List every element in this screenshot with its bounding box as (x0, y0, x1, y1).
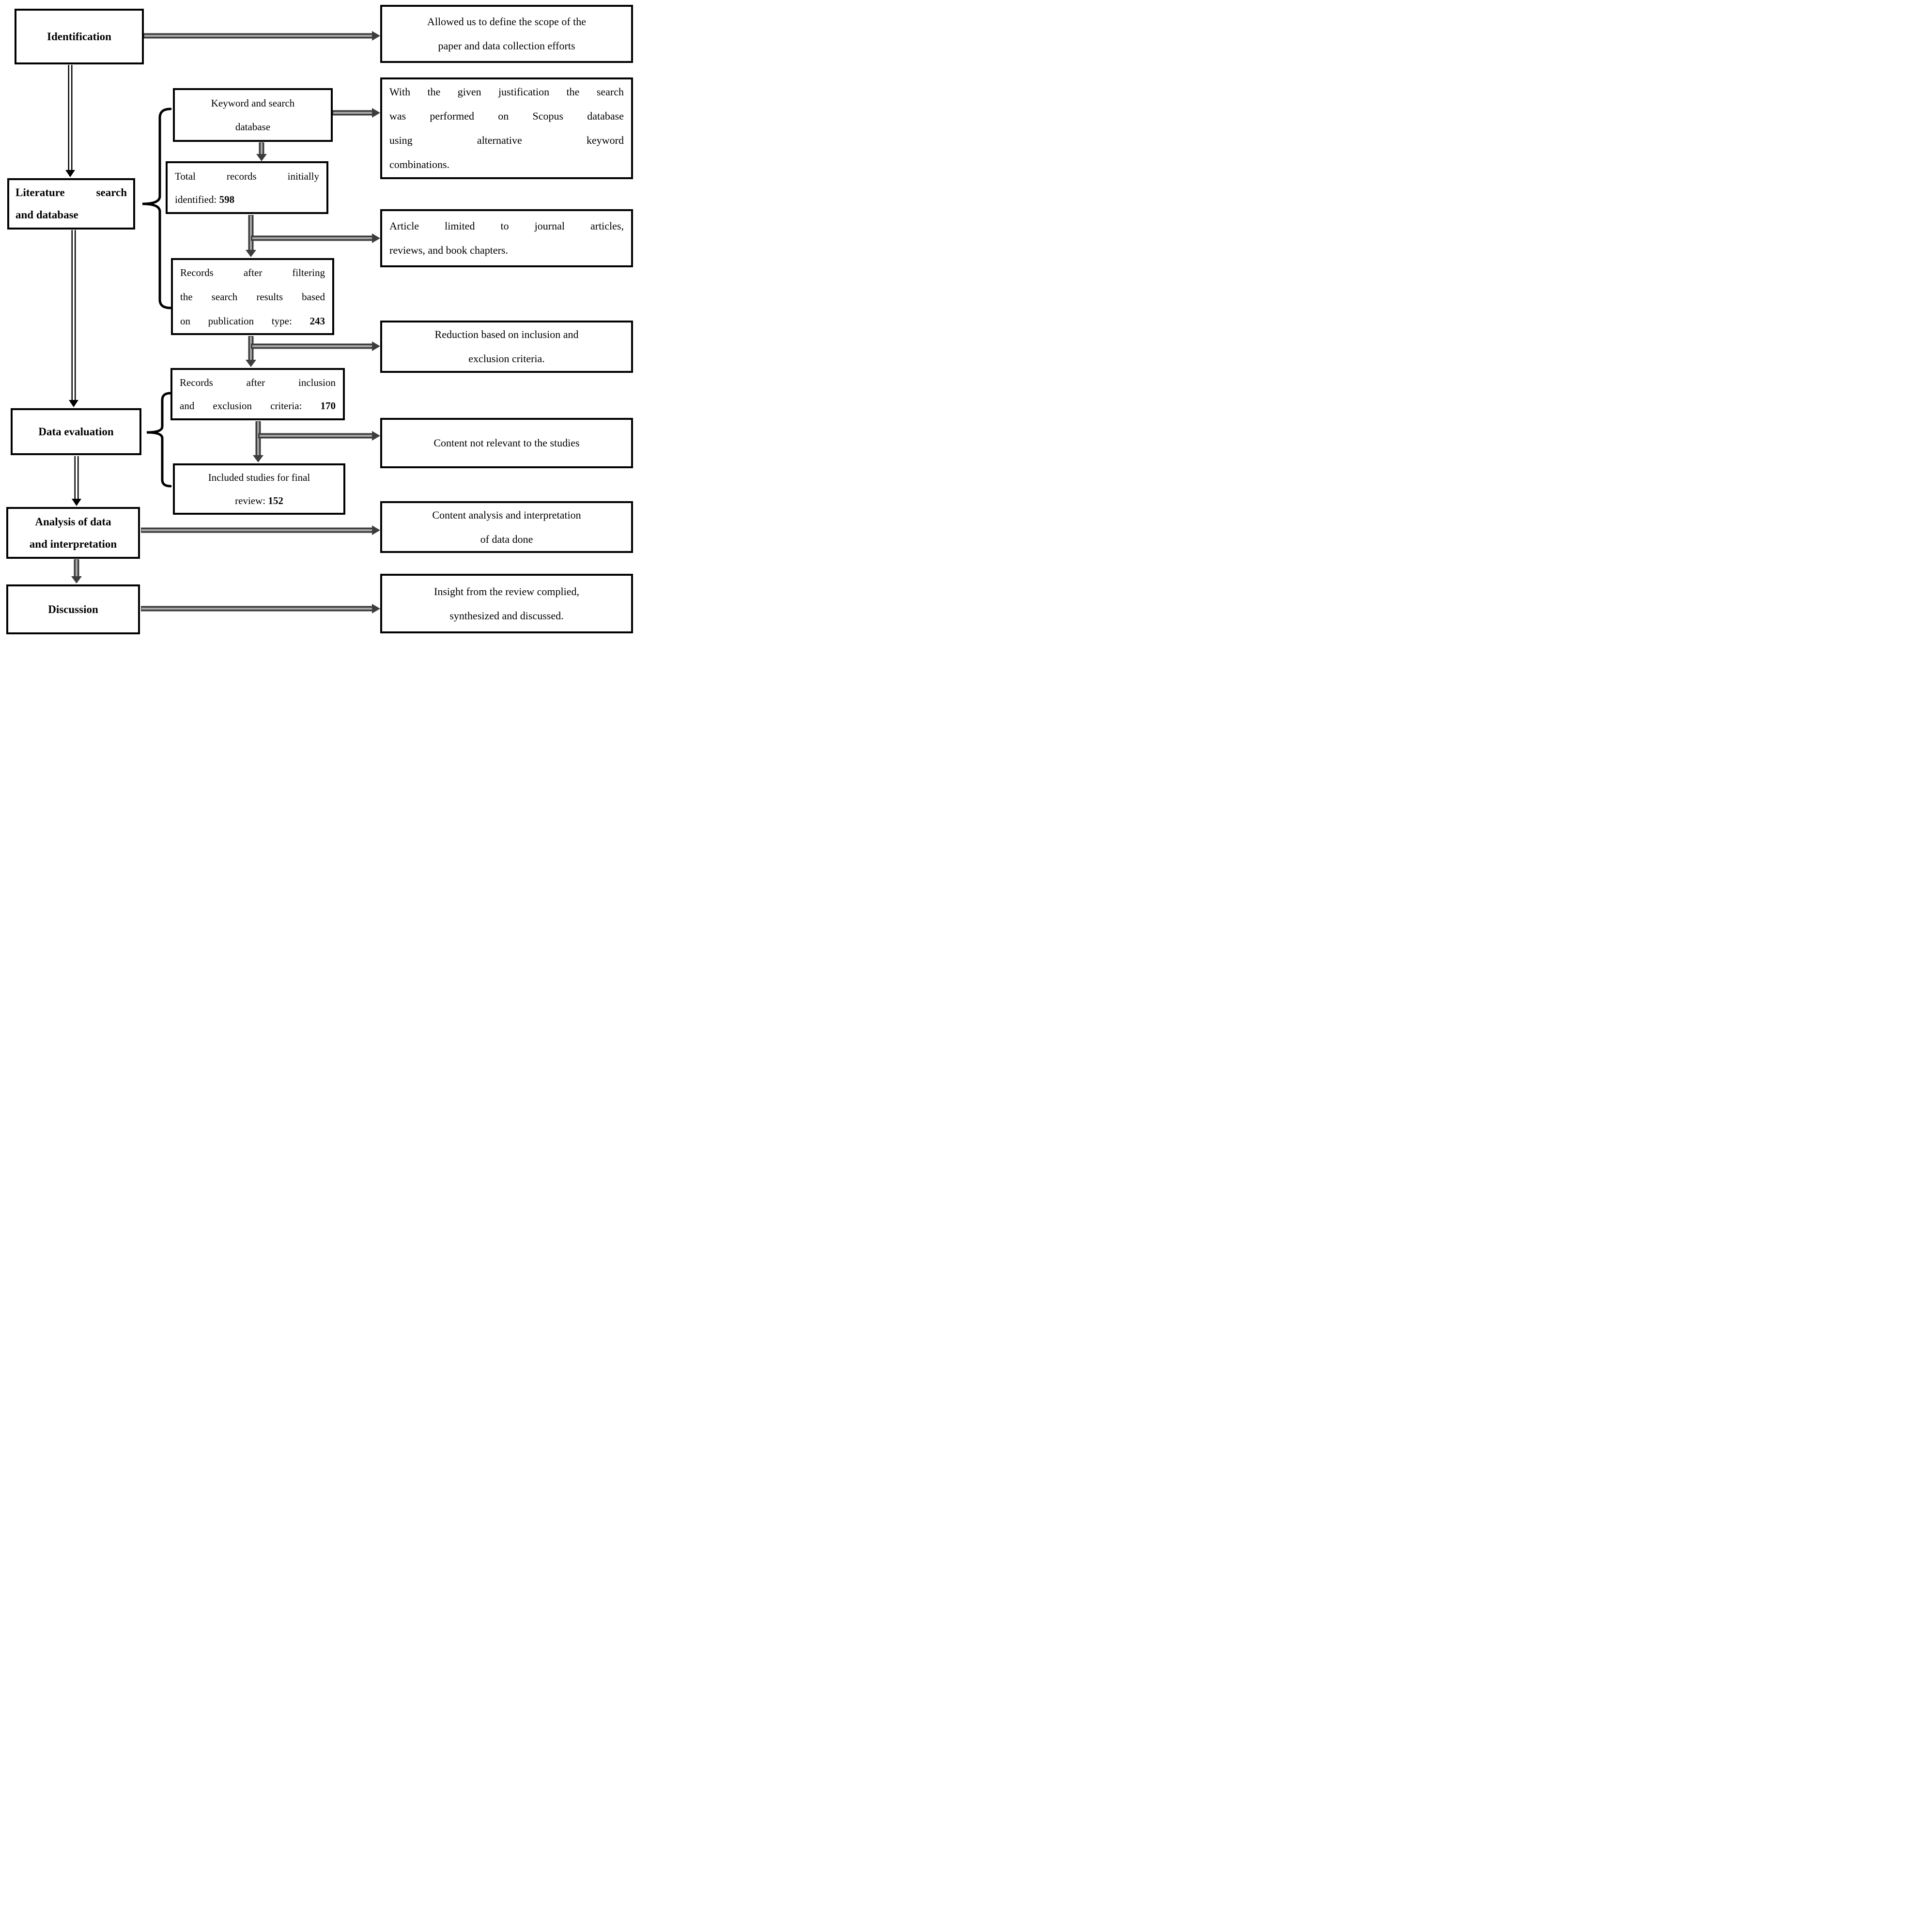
box-text-line: Literature search (15, 186, 127, 199)
box-text-line: exclusion criteria. (468, 353, 545, 365)
arrow-total-records-to-filtering (246, 215, 256, 257)
brace-data-evaluation-group (146, 392, 172, 488)
note-box-not-relevant: Content not relevant to the studies (380, 418, 633, 468)
box-text-line: Included studies for final (208, 472, 310, 483)
note-box-content-analysis: Content analysis and interpretation of da… (380, 501, 633, 553)
note-box-reduction: Reduction based on inclusion and exclusio… (380, 321, 633, 373)
arrow-branch-to-article-limited-note (251, 233, 380, 243)
note-box-scope: Allowed us to define the scope of the pap… (380, 5, 633, 63)
stage-box-discussion: Discussion (6, 584, 140, 634)
stage-box-literature-search: Literature search and database (7, 178, 135, 230)
box-text-line: and interpretation (29, 537, 117, 550)
record-count: 152 (268, 495, 283, 506)
box-text-line: identified: 598 (175, 193, 235, 205)
box-text-line: Content analysis and interpretation (432, 508, 581, 521)
box-text-line: and database (15, 209, 78, 221)
arrow-branch-to-reduction-note (251, 341, 380, 351)
arrow-branch-to-not-relevant-note (258, 431, 380, 441)
arrow-identification-to-literature (65, 65, 75, 177)
note-box-article-limited: Article limited to journal articles, revi… (380, 209, 633, 267)
box-text-line: Data evaluation (38, 425, 114, 438)
box-text-line: on publication type: 243 (180, 315, 325, 327)
box-text-line: combinations. (389, 158, 450, 170)
process-box-keyword-database: Keyword and search database (173, 88, 333, 142)
box-text-line: database (235, 121, 271, 133)
box-text-line: Allowed us to define the scope of the (427, 15, 587, 28)
note-box-scopus-search: With the given justification the search w… (380, 77, 633, 179)
box-text-line: and exclusion criteria: 170 (180, 400, 336, 412)
arrow-analysis-to-content-analysis-note (141, 525, 380, 535)
arrow-keyword-to-scopus-note (333, 108, 380, 118)
box-text-line: Identification (47, 30, 111, 43)
box-text-line: Insight from the review complied, (434, 585, 579, 598)
process-box-included-studies: Included studies for final review: 152 (173, 463, 345, 515)
box-text-line: synthesized and discussed. (449, 609, 564, 622)
box-text-line: the search results based (180, 291, 325, 303)
box-text-line: Keyword and search (211, 97, 295, 109)
arrow-filtering-to-inclusion (246, 336, 256, 367)
arrow-literature-to-data-evaluation (69, 230, 78, 407)
box-text-line: With the given justification the search (389, 86, 624, 98)
arrow-analysis-to-discussion (71, 559, 82, 583)
box-text-line: Analysis of data (35, 515, 111, 528)
arrow-data-evaluation-to-analysis (72, 456, 81, 506)
process-box-records-inclusion: Records after inclusion and exclusion cri… (170, 368, 345, 420)
arrow-keyword-to-total-records (256, 142, 267, 161)
box-text-line: reviews, and book chapters. (389, 244, 508, 256)
record-count: 243 (309, 315, 325, 327)
process-box-records-filtering: Records after filtering the search result… (171, 258, 334, 335)
box-text-line: Records after inclusion (180, 377, 336, 388)
flow-diagram: Identification Literature search and data… (0, 0, 639, 644)
record-count: 598 (219, 193, 235, 205)
box-text-line: Content not relevant to the studies (433, 437, 580, 449)
box-text-line: review: 152 (235, 495, 283, 506)
stage-box-analysis: Analysis of data and interpretation (6, 507, 140, 559)
box-text-line: Reduction based on inclusion and (434, 328, 579, 340)
stage-box-identification: Identification (15, 9, 144, 64)
process-box-total-records: Total records initially identified: 598 (166, 161, 328, 214)
box-text-line: Records after filtering (180, 266, 325, 278)
box-text-line: Discussion (48, 603, 98, 615)
box-text-line: Article limited to journal articles, (389, 220, 624, 232)
arrow-identification-to-scope-note (144, 31, 380, 41)
box-text-line: was performed on Scopus database (389, 110, 624, 122)
arrow-discussion-to-insight-note (141, 604, 380, 613)
box-text-line: using alternative keyword (389, 134, 624, 146)
box-text-line: Total records initially (175, 170, 319, 182)
box-text-line: paper and data collection efforts (438, 40, 575, 52)
arrow-inclusion-to-included-studies (253, 421, 263, 462)
stage-box-data-evaluation: Data evaluation (11, 408, 141, 455)
note-box-insight: Insight from the review complied, synthes… (380, 574, 633, 633)
record-count: 170 (320, 400, 336, 412)
box-text-line: of data done (480, 533, 533, 545)
